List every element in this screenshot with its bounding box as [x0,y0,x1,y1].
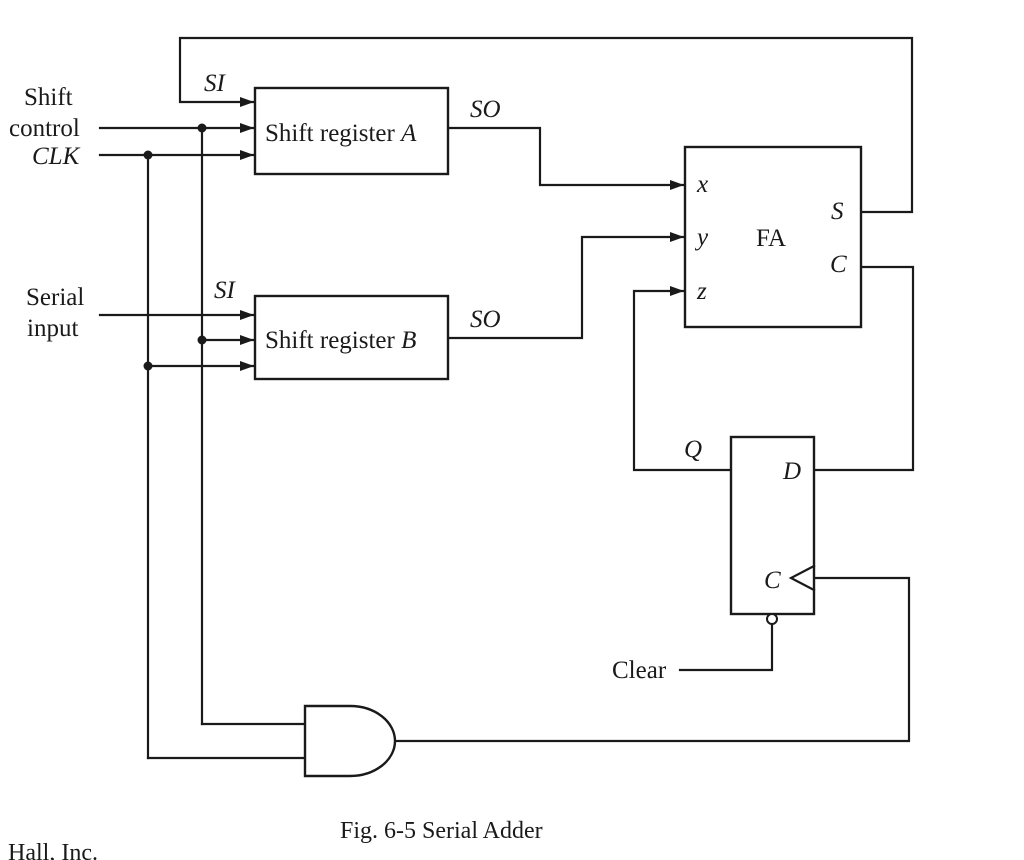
svg-text:Shift register B: Shift register B [265,327,416,354]
d-flip-flop: D C [729,435,816,625]
shift-register-b: Shift register B [253,294,450,381]
fa-input-x-label: x [696,171,708,198]
and-output-wire [393,576,911,743]
si-a-label: SI [204,70,227,97]
footer-fragment: Hall, Inc. [8,840,98,860]
so-a-label: SO [470,96,501,123]
ff-clock-triangle-icon [788,564,816,592]
ff-d-label: D [782,458,801,485]
register-a-so-wire [446,126,685,190]
si-b-label: SI [214,277,237,304]
clk-b-junction-dot [143,361,153,371]
shift-register-b-letter: B [401,327,416,354]
shift-register-a-letter: A [399,120,417,147]
figure-caption: Fig. 6-5 Serial Adder [340,818,543,844]
clear-label: Clear [612,657,667,684]
shift-register-a-label: Shift register [265,120,401,147]
shift-control-junction-dot [197,123,207,133]
and-gate [303,704,397,778]
so-b-label: SO [470,306,501,333]
clk-junction-dot [143,150,153,160]
shift-control-label-line1: Shift [24,84,73,111]
svg-text:Shift register A: Shift register A [265,120,417,147]
shift-control-label-line2: control [9,115,80,142]
fa-output-c-label: C [830,251,847,278]
shift-control-b-junction-dot [197,335,207,345]
carry-q-wire [632,286,731,472]
clk-label: CLK [32,143,81,170]
shift-register-b-label: Shift register [265,327,401,354]
serial-input-label-line2: input [27,315,78,342]
ff-clock-label: C [764,567,781,594]
ff-clear-bubble-icon [766,613,778,625]
fa-input-y-label: y [694,224,709,251]
fa-output-s-label: S [831,198,844,225]
full-adder-label: FA [756,225,786,252]
fa-input-z-label: z [696,278,707,305]
shift-register-a: Shift register A [253,86,450,176]
carry-out-wire [812,265,915,472]
register-b-so-wire [446,232,685,340]
ff-q-label: Q [684,436,702,463]
sum-feedback-wire [178,36,914,214]
serial-input-label-line1: Serial [26,284,84,311]
full-adder: FA x y z S C [683,145,863,329]
clear-wire [678,622,774,672]
